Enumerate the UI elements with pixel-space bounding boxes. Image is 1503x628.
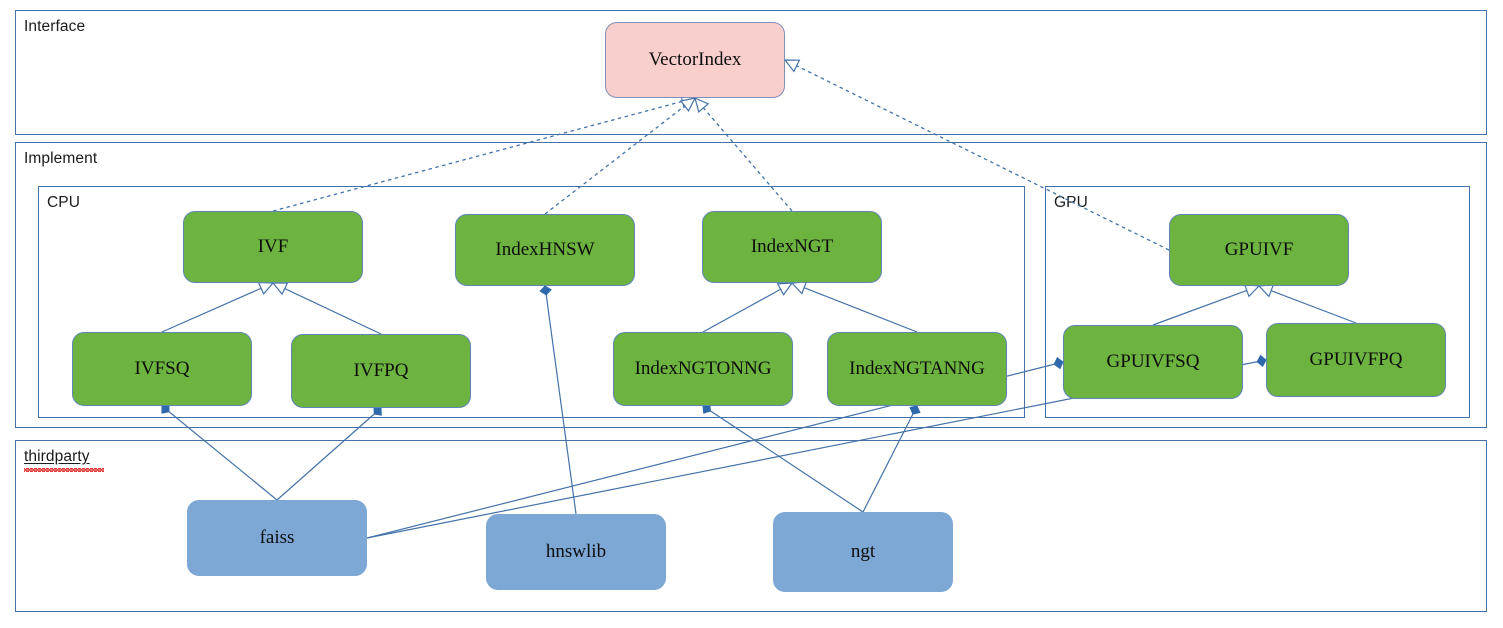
group-interface (15, 10, 1487, 135)
class-node-label: IVFPQ (353, 359, 409, 381)
edge-gpuivf-to-vectorindex (783, 59, 1170, 251)
class-node-label: faiss (259, 526, 295, 548)
edge-indexngt-to-vectorindex (694, 96, 793, 212)
class-node-ivfsq[interactable]: IVFSQ (72, 332, 252, 406)
inheritance-arrowhead-icon (1257, 284, 1275, 298)
class-node-label: IndexNGTANNG (849, 357, 985, 379)
class-node-label: IVF (257, 235, 289, 257)
edge-faiss-to-ivfpq (276, 406, 382, 501)
edge-ivfsq-to-ivf (161, 281, 275, 333)
class-node-label: IndexHNSW (495, 238, 595, 260)
group-label-thirdparty: thirdparty (24, 448, 90, 465)
inheritance-arrowhead-icon (783, 59, 801, 73)
composition-diamond-icon (909, 405, 921, 415)
group-cpu (38, 186, 1025, 418)
class-node-label: VectorIndex (648, 48, 742, 70)
spellcheck-underline-icon (24, 468, 104, 472)
class-node-ivf[interactable]: IVF (183, 211, 363, 283)
edge-ngt-to-indexngtonng (702, 403, 864, 513)
class-node-ivfpq[interactable]: IVFPQ (291, 334, 471, 408)
edge-hnswlib-to-indexhnsw (539, 285, 577, 515)
class-node-faiss[interactable]: faiss (187, 500, 367, 576)
class-node-vectorindex[interactable]: VectorIndex (605, 22, 785, 98)
composition-diamond-icon (539, 285, 552, 296)
class-node-label: IndexNGTONNG (634, 357, 772, 379)
edge-gpuivfsq-to-gpuivf (1152, 283, 1261, 326)
class-node-label: GPUIVF (1224, 238, 1294, 260)
edge-indexhnsw-to-vectorindex (544, 97, 697, 215)
group-gpu (1045, 186, 1470, 418)
edge-indexngtonng-to-indexngt (702, 282, 794, 333)
edge-ngt-to-indexngtanng (862, 405, 921, 513)
class-node-label: IndexNGT (750, 235, 834, 257)
class-node-label: IVFSQ (134, 357, 190, 379)
inheritance-arrowhead-icon (257, 281, 275, 296)
inheritance-arrowhead-icon (776, 282, 794, 296)
group-label-cpu: CPU (47, 194, 81, 211)
group-label-interface: Interface (24, 18, 86, 35)
composition-diamond-icon (1053, 357, 1064, 370)
inheritance-arrowhead-icon (271, 282, 289, 296)
class-node-indexngtonng[interactable]: IndexNGTONNG (613, 332, 793, 406)
group-implement (15, 142, 1487, 428)
edge-ivf-to-vectorindex (272, 94, 697, 212)
class-node-gpuivfpq[interactable]: GPUIVFPQ (1266, 323, 1446, 397)
class-node-ngt[interactable]: ngt (773, 512, 953, 592)
inheritance-arrowhead-icon (790, 281, 808, 295)
class-node-label: GPUIVFPQ (1309, 348, 1403, 370)
class-node-indexngt[interactable]: IndexNGT (702, 211, 882, 283)
class-node-gpuivfsq[interactable]: GPUIVFSQ (1063, 325, 1243, 399)
class-node-hnswlib[interactable]: hnswlib (486, 514, 666, 590)
class-node-label: hnswlib (545, 540, 607, 562)
class-node-label: ngt (850, 540, 876, 562)
class-node-gpuivf[interactable]: GPUIVF (1169, 214, 1349, 286)
inheritance-arrowhead-icon (1243, 283, 1261, 298)
inheritance-arrowhead-icon (679, 97, 697, 112)
group-label-gpu: GPU (1054, 194, 1088, 211)
class-node-label: GPUIVFSQ (1106, 350, 1200, 372)
edge-ivfpq-to-ivf (271, 282, 382, 335)
inheritance-arrowhead-icon (694, 96, 710, 113)
class-node-indexhnsw[interactable]: IndexHNSW (455, 214, 635, 286)
composition-diamond-icon (1256, 354, 1267, 368)
group-label-implement: Implement (24, 150, 98, 167)
edge-indexngtanng-to-indexngt (790, 281, 918, 333)
edge-gpuivfpq-to-gpuivf (1257, 284, 1357, 324)
edge-faiss-to-ivfsq (161, 403, 278, 501)
class-node-indexngtanng[interactable]: IndexNGTANNG (827, 332, 1007, 406)
composition-diamond-icon (373, 406, 382, 416)
